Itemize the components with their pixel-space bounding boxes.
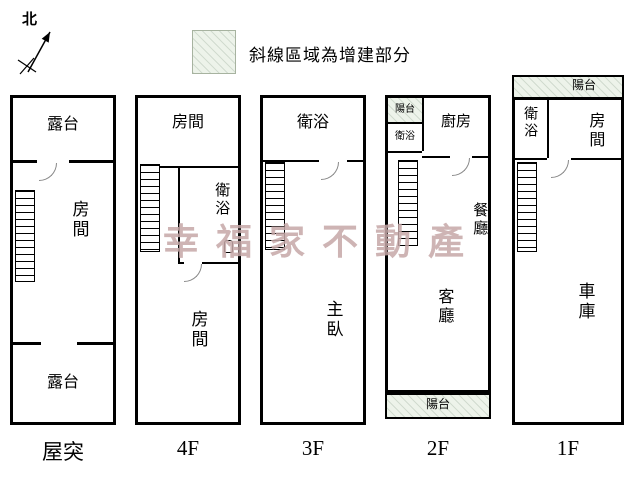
room-label-bath: 衛浴 — [395, 131, 415, 142]
room-label-kitchen: 廚房 — [440, 114, 471, 130]
door-arc — [184, 264, 202, 282]
north-label: 北 — [22, 12, 38, 28]
room-label-living: 客廳 — [435, 288, 453, 326]
wall-segment — [388, 151, 422, 153]
stairs-symbol — [265, 162, 285, 250]
legend-text: 斜線區域為增建部分 — [249, 46, 411, 65]
wall-segment — [515, 158, 547, 160]
panel-roof: 露台 房間 露台 — [10, 95, 116, 425]
room-label-room-top: 房間 — [171, 114, 204, 131]
stairs-symbol — [517, 162, 537, 252]
wall-segment — [13, 342, 41, 345]
wall-segment — [160, 166, 238, 168]
wall-segment — [547, 100, 549, 158]
legend-added-area-swatch — [192, 30, 236, 74]
floor-label-3f: 3F — [301, 436, 325, 460]
panel-2f: 陽台 衛浴 廚房 餐廳 客廳 — [385, 95, 491, 393]
room-label-terrace-top: 露台 — [46, 116, 79, 133]
door-arc — [321, 162, 339, 180]
room-label-dining: 餐廳 — [471, 202, 488, 238]
floor-label-roof: 屋突 — [42, 440, 84, 464]
room-label-terrace-bottom: 露台 — [46, 374, 79, 391]
panel-4f: 房間 衛浴 房間 — [135, 95, 241, 425]
room-label-garage: 車庫 — [575, 282, 595, 322]
room-label-master: 主臥 — [323, 300, 343, 340]
stairs-symbol — [15, 190, 35, 282]
wall-segment — [388, 122, 422, 124]
wall-segment — [13, 160, 37, 163]
wall-segment — [77, 342, 113, 345]
balcony-strip-1f: 陽台 — [512, 75, 624, 99]
floor-label-2f: 2F — [426, 436, 450, 460]
door-arc — [551, 160, 569, 178]
room-label-bath: 衛浴 — [296, 114, 329, 131]
stairs-symbol — [140, 164, 160, 252]
stairs-symbol — [398, 160, 418, 246]
wall-segment — [178, 262, 184, 264]
room-label-bath: 衛浴 — [213, 182, 230, 218]
toilet-icon — [224, 240, 233, 253]
north-arrow-icon — [17, 31, 51, 75]
wall-segment — [347, 160, 363, 162]
door-arc — [39, 163, 57, 181]
panel-3f: 衛浴 主臥 — [260, 95, 366, 425]
wall-segment — [178, 166, 180, 262]
room-label-room: 房間 — [69, 200, 89, 240]
room-label-balcony-top: 陽台 — [395, 104, 415, 115]
room-label-balcony-bottom: 陽台 — [425, 397, 450, 411]
wall-segment — [422, 156, 450, 158]
wall-segment — [69, 160, 113, 163]
wall-segment — [263, 160, 319, 162]
panel-1f: 衛浴 房間 車庫 — [512, 97, 624, 425]
room-label-room-bottom: 房間 — [188, 310, 208, 350]
door-arc — [452, 158, 470, 176]
wall-segment — [422, 98, 424, 151]
watermark-text: 幸福家不動產 — [163, 222, 482, 262]
added-area-balcony — [388, 98, 422, 122]
floor-label-4f: 4F — [176, 436, 200, 460]
room-label-room: 房間 — [586, 112, 604, 150]
wall-segment — [202, 262, 238, 264]
wall-segment — [571, 158, 621, 160]
wall-segment — [472, 156, 488, 158]
balcony-strip-2f: 陽台 — [385, 393, 491, 419]
room-label-bath: 衛浴 — [522, 106, 538, 140]
room-label-balcony-top: 陽台 — [572, 78, 597, 92]
floor-label-1f: 1F — [556, 436, 580, 460]
